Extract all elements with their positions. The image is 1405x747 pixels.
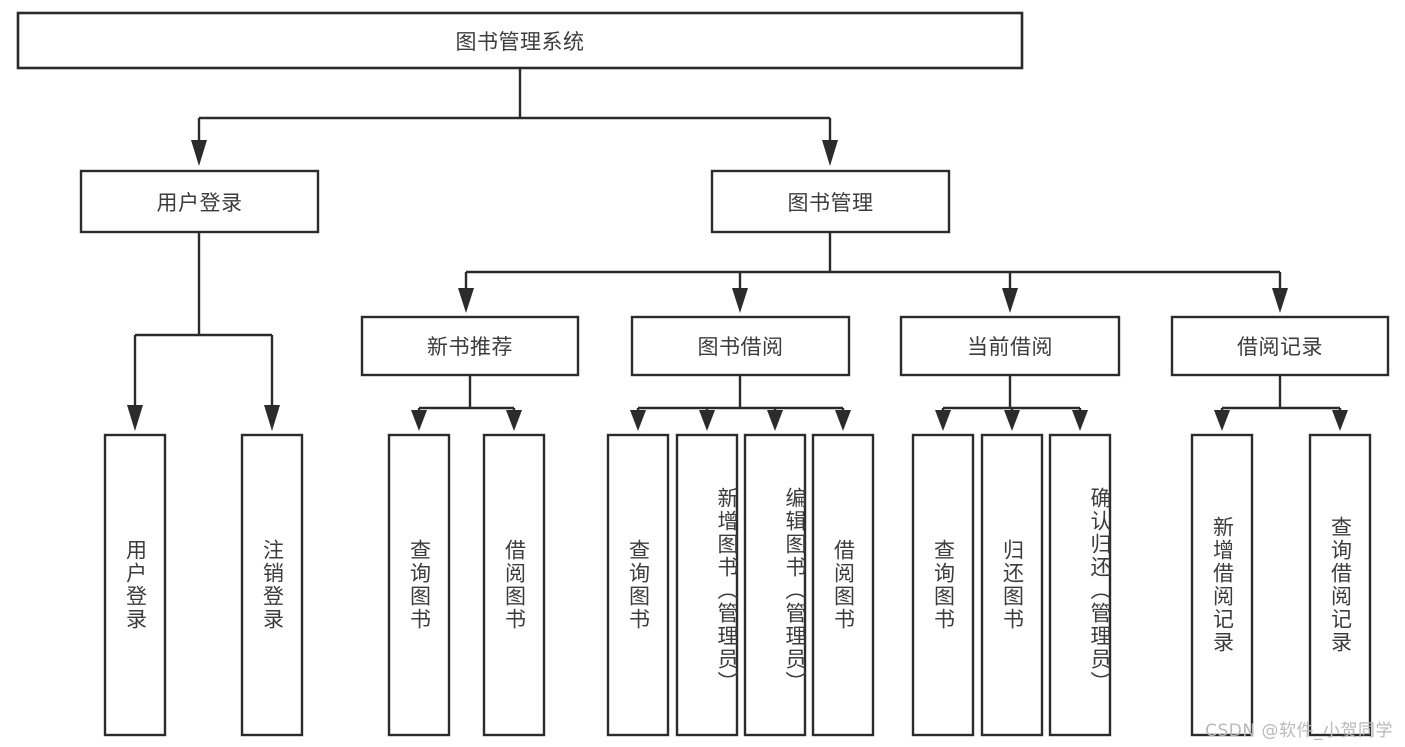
arrow-head-records (1272, 288, 1288, 313)
leaf-box-nb-borrow-book[interactable] (482, 433, 546, 737)
arrow-head-bb-leaf2 (699, 410, 715, 431)
leaf-box-cb-return-book[interactable] (980, 433, 1044, 737)
arrow-head-br-leaf2 (1332, 410, 1348, 431)
arrow-head-borrow (732, 288, 748, 313)
arrow-head-nb-leaf2 (506, 410, 522, 431)
leaf-box-bb-edit-book[interactable] (743, 433, 807, 737)
leaf-box-cb-confirm-return[interactable] (1048, 433, 1112, 737)
node-box-book-management[interactable] (710, 169, 951, 234)
arrow-head-bb-leaf4 (835, 410, 851, 431)
arrow-head-cb-leaf3 (1072, 410, 1088, 431)
arrow-head-book-mgmt (822, 140, 838, 166)
arrow-head-cb-leaf2 (1004, 410, 1020, 431)
node-box-current-borrow[interactable] (899, 315, 1121, 377)
leaf-box-cb-query-book[interactable] (911, 433, 975, 737)
leaf-box-bb-borrow-book[interactable] (811, 433, 875, 737)
node-box-new-book-recommend[interactable] (360, 315, 580, 377)
node-box-book-borrow[interactable] (630, 315, 851, 377)
arrow-head-leaf-user-login (127, 405, 143, 431)
node-box-user-login[interactable] (79, 169, 320, 234)
arrow-head-bb-leaf1 (630, 410, 646, 431)
arrow-head-user-login (191, 140, 207, 166)
arrow-head-current (1002, 288, 1018, 313)
node-box-borrow-records[interactable] (1170, 315, 1390, 377)
arrow-head-leaf-logout (264, 405, 280, 431)
leaf-box-nb-query-book[interactable] (387, 433, 451, 737)
leaf-box-bb-query-book[interactable] (606, 433, 670, 737)
arrow-head-cb-leaf1 (935, 410, 951, 431)
leaf-box-user-login[interactable] (103, 433, 167, 737)
arrow-head-br-leaf1 (1214, 410, 1230, 431)
arrow-head-new-books (458, 288, 474, 313)
leaf-box-br-query-record[interactable] (1308, 433, 1372, 737)
leaf-box-br-add-record[interactable] (1190, 433, 1254, 737)
leaf-box-logout[interactable] (240, 433, 304, 737)
arrow-head-nb-leaf1 (411, 410, 427, 431)
node-box-root[interactable] (16, 11, 1024, 70)
leaf-box-bb-add-book[interactable] (675, 433, 739, 737)
arrow-head-bb-leaf3 (767, 410, 783, 431)
